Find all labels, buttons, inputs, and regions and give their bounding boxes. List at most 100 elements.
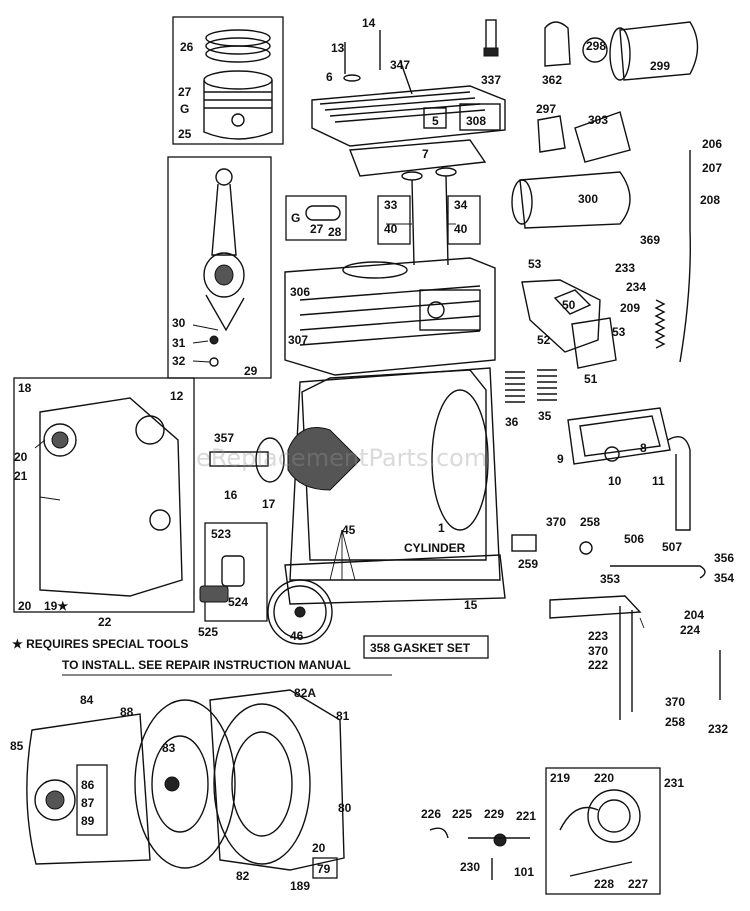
part-label-362: 362 — [542, 73, 562, 87]
part-label-229: 229 — [484, 807, 504, 821]
part-label-18: 18 — [18, 381, 32, 395]
part-label-40-left: 40 — [384, 222, 398, 236]
part-label-25: 25 — [178, 127, 192, 141]
crankshaft — [209, 427, 361, 491]
part-label-81: 81 — [336, 709, 350, 723]
part-label-34: 34 — [454, 198, 468, 212]
part-label-6: 6 — [326, 70, 333, 84]
part-label-28: 28 — [328, 225, 342, 239]
part-label-82: 82 — [236, 869, 250, 883]
part-label-36: 36 — [505, 415, 519, 429]
part-label-347: 347 — [390, 58, 410, 72]
flywheel — [134, 699, 236, 869]
part-label-11: 11 — [652, 474, 665, 488]
part-label-230: 230 — [460, 860, 480, 874]
part-label-300: 300 — [578, 192, 598, 206]
part-label-33: 33 — [384, 198, 398, 212]
part-label-101: 101 — [514, 865, 534, 879]
head-bolts — [343, 19, 499, 95]
part-label-225: 225 — [452, 807, 472, 821]
part-label-79: 79 — [317, 862, 331, 876]
breather-assembly — [567, 407, 691, 531]
part-label-22: 22 — [98, 615, 112, 629]
valve-springs — [505, 369, 557, 403]
leader-lines — [34, 223, 645, 629]
part-label-17: 17 — [262, 497, 276, 511]
blower-housing — [26, 713, 151, 865]
small-parts — [429, 534, 593, 880]
part-label-21: 21 — [14, 469, 28, 483]
cylinder-label-text: CYLINDER — [404, 541, 466, 555]
part-label-232: 232 — [708, 722, 728, 736]
watermark: eReplacementParts.com — [196, 444, 487, 472]
throttle-linkage — [549, 565, 721, 720]
part-label-20-cover: 20 — [14, 450, 28, 464]
part-label-14: 14 — [362, 16, 376, 30]
part-label-370-mid: 370 — [588, 644, 608, 658]
crankcase — [284, 367, 506, 605]
part-label-220: 220 — [594, 771, 614, 785]
part-label-89: 89 — [81, 814, 95, 828]
part-label-35: 35 — [538, 409, 552, 423]
part-label-82A: 82A — [294, 686, 316, 700]
part-label-15: 15 — [464, 598, 478, 612]
valve-box-33 — [377, 195, 411, 245]
part-label-306: 306 — [290, 285, 310, 299]
part-label-208: 208 — [700, 193, 720, 207]
part-label-523: 523 — [211, 527, 231, 541]
part-label-506: 506 — [624, 532, 644, 546]
part-label-86: 86 — [81, 778, 95, 792]
part-label-84: 84 — [80, 693, 94, 707]
part-label-221: 221 — [516, 809, 536, 823]
head-gasket — [349, 139, 487, 177]
part-label-20-housing: 20 — [312, 841, 326, 855]
part-label-13: 13 — [331, 41, 345, 55]
part-label-307: 307 — [288, 333, 308, 347]
cylinder-label-number: 1 — [438, 521, 445, 535]
part-label-303: 303 — [588, 113, 608, 127]
part-label-20-bottom: 20 — [18, 599, 32, 613]
part-label-16: 16 — [224, 488, 238, 502]
part-label-308: 308 — [466, 114, 486, 128]
part-label-525: 525 — [198, 625, 218, 639]
part-label-507: 507 — [662, 540, 682, 554]
part-label-353: 353 — [600, 572, 620, 586]
piston-pin-box — [285, 195, 347, 241]
governor-spring — [654, 299, 666, 349]
part-label-189: 189 — [290, 879, 310, 893]
part-label-80: 80 — [338, 801, 352, 815]
reference-boxes — [13, 16, 661, 895]
part-label-26: 26 — [180, 40, 194, 54]
part-label-9: 9 — [557, 452, 564, 466]
part-label-227: 227 — [628, 877, 648, 891]
part-label-83: 83 — [162, 741, 176, 755]
part-label-7: 7 — [422, 147, 429, 161]
cylinder-head — [311, 85, 506, 147]
part-label-51: 51 — [584, 372, 598, 386]
part-label-8: 8 — [640, 441, 647, 455]
part-label-50: 50 — [562, 298, 576, 312]
part-drawings — [26, 19, 721, 880]
part-number-labels: 26 27 G 25 14 13 347 6 337 362 298 299 5… — [10, 16, 734, 893]
piston-rings — [205, 29, 271, 63]
part-label-19-star: 19★ — [44, 599, 68, 613]
part-label-45: 45 — [342, 523, 356, 537]
part-label-G-piston: G — [180, 102, 189, 116]
part-label-299: 299 — [650, 59, 670, 73]
part-label-87: 87 — [81, 796, 95, 810]
part-label-298: 298 — [586, 39, 606, 53]
part-label-258-bottom: 258 — [665, 715, 685, 729]
part-label-370-bottom: 370 — [665, 695, 685, 709]
part-label-27: 27 — [178, 85, 192, 99]
part-label-207: 207 — [702, 161, 722, 175]
gasket-set-box — [363, 635, 489, 659]
part-label-297: 297 — [536, 102, 556, 116]
part-label-337: 337 — [481, 73, 501, 87]
part-label-204: 204 — [684, 608, 704, 622]
throttle-rod — [679, 150, 691, 363]
gear-cover-box — [13, 377, 195, 613]
piston-ring-box — [172, 16, 284, 145]
part-label-222: 222 — [588, 658, 608, 672]
part-label-206: 206 — [702, 137, 722, 151]
